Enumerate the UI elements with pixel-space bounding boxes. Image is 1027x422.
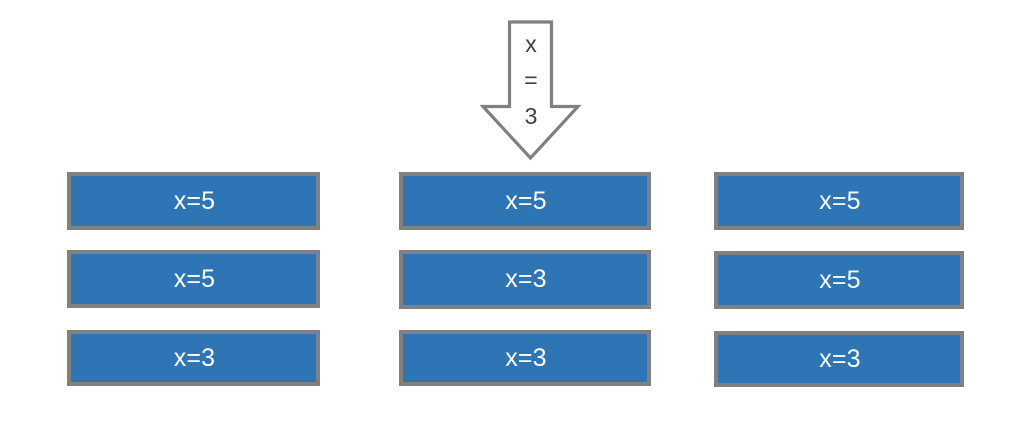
memory-box-right-2: x=5 xyxy=(714,251,964,309)
memory-box-label: x=5 xyxy=(173,186,216,215)
memory-box-middle-2: x=3 xyxy=(399,250,651,309)
memory-box-label: x=5 xyxy=(819,265,861,294)
memory-box-label: x=3 xyxy=(505,265,547,293)
memory-box-middle-3: x=3 xyxy=(399,330,651,386)
memory-box-right-3: x=3 xyxy=(714,331,964,387)
memory-box-label: x=5 xyxy=(173,264,216,293)
memory-box-left-1: x=5 xyxy=(67,172,320,230)
memory-box-label: x=5 xyxy=(819,186,861,215)
memory-box-left-2: x=5 xyxy=(67,250,320,308)
down-arrow-icon xyxy=(480,20,582,161)
memory-box-label: x=3 xyxy=(173,343,216,372)
memory-box-label: x=3 xyxy=(819,344,861,373)
memory-box-label: x=3 xyxy=(505,343,547,372)
assignment-arrow: x = 3 xyxy=(480,20,582,162)
memory-box-label: x=5 xyxy=(505,186,547,215)
memory-box-left-3: x=3 xyxy=(67,330,320,386)
memory-box-right-1: x=5 xyxy=(714,172,964,230)
memory-box-middle-1: x=5 xyxy=(399,172,651,230)
